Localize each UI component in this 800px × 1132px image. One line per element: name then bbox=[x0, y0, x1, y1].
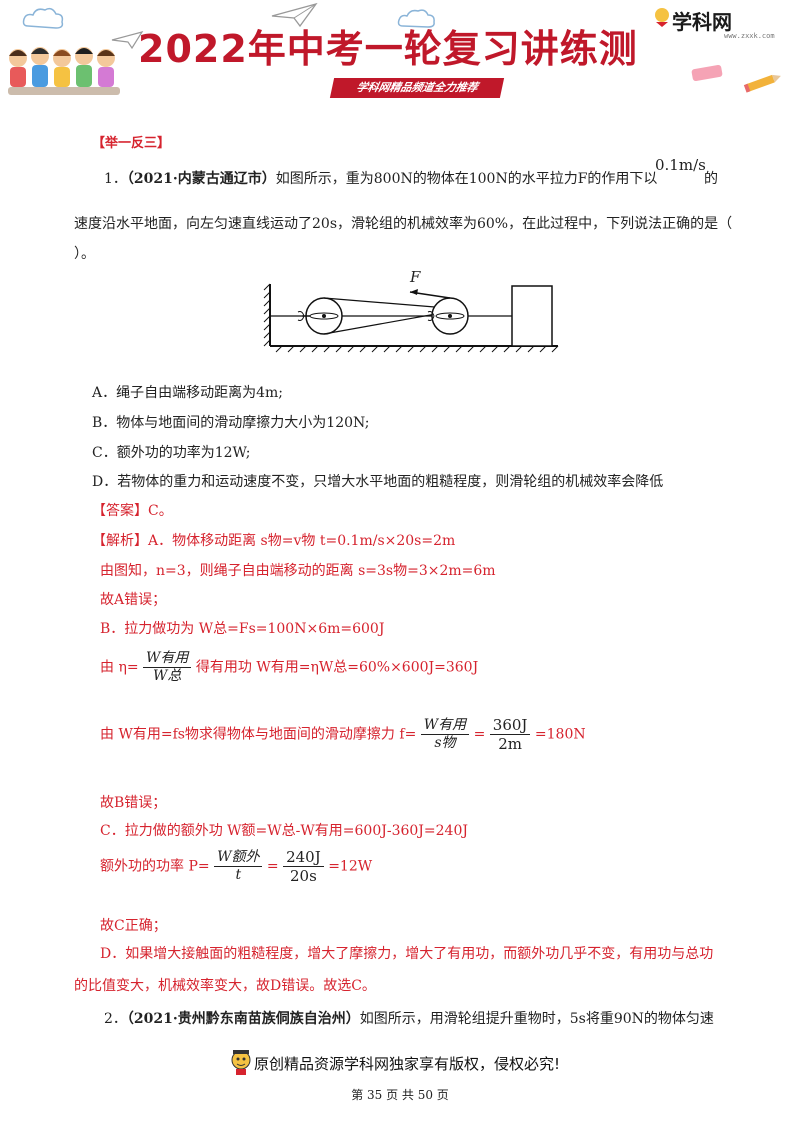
banner-strip: 学科网精品频道全力推荐 bbox=[329, 78, 505, 98]
pulley-diagram bbox=[263, 283, 559, 353]
analysis-b4: 故B错误； bbox=[100, 795, 167, 811]
option-d: D．若物体的重力和运动速度不变，只增大水平地面的粗糙程度，则滑轮组的机械效率会降… bbox=[92, 474, 664, 490]
diagram-force-label: F bbox=[410, 268, 421, 286]
paper-plane-icon bbox=[271, 2, 318, 28]
friction-fraction-numeric: 360J 2m bbox=[489, 716, 531, 753]
page-number: 第 35 页 共 50 页 bbox=[351, 1088, 449, 1102]
q2-source: （2021·贵州黔东南苗族侗族自治州） bbox=[126, 1011, 360, 1027]
b3-pre: 由 W有用=fs物求得物体与地面间的滑动摩擦力 f= bbox=[100, 726, 417, 743]
q1-speed: 0.1m/s bbox=[655, 156, 706, 174]
q2-number: 2． bbox=[104, 1011, 127, 1027]
analysis-d1: D．如果增大接触面的粗糙程度，增大了摩擦力，增大了有用功，而额外功几乎不变，有用… bbox=[100, 946, 714, 962]
mascot-icon bbox=[231, 1050, 251, 1075]
cloud-decoration bbox=[22, 7, 64, 29]
analysis-c3: 故C正确； bbox=[100, 918, 167, 934]
analysis-a2: 由图知，n=3，则绳子自由端移动的距离 s=3s物=3×2m=6m bbox=[100, 563, 496, 579]
power-den-value: 20s bbox=[290, 867, 317, 885]
cloud-decoration bbox=[397, 9, 435, 28]
efficiency-fraction: W有用 W总 bbox=[143, 650, 192, 685]
q2-line1: 2．（2021·贵州黔东南苗族侗族自治州）如图所示，用滑轮组提升重物时，5s将重… bbox=[104, 1011, 714, 1028]
kids-illustration bbox=[8, 47, 120, 95]
q1-text: 如图所示，重为800N的物体在100N的水平拉力F的作用下以 bbox=[275, 171, 658, 187]
b2-pre: 由 η= bbox=[100, 659, 139, 676]
option-a: A．绳子自由端移动距离为4m; bbox=[92, 385, 284, 401]
friction-num-value: 360J bbox=[489, 716, 531, 735]
answer-line: 【答案】C。 bbox=[92, 503, 173, 519]
q2-text: 如图所示，用滑轮组提升重物时，5s将重90N的物体匀速 bbox=[359, 1011, 714, 1027]
paper-plane-icon bbox=[111, 31, 144, 50]
analysis-b3: 由 W有用=fs物求得物体与地面间的滑动摩擦力 f= W有用 s物 = 360J… bbox=[100, 716, 586, 753]
c2-post: =12W bbox=[328, 858, 373, 875]
q1-source: （2021·内蒙古通辽市） bbox=[126, 171, 276, 187]
friction-numerator: W有用 bbox=[420, 717, 470, 735]
b3-eq: = bbox=[473, 726, 486, 743]
site-logo[interactable]: 学科网 bbox=[672, 10, 732, 34]
efficiency-denominator: W总 bbox=[153, 667, 182, 684]
q1-line1-end: 的 bbox=[704, 171, 718, 187]
analysis-b2: 由 η= W有用 W总 得有用功 W有用=ηW总=60%×600J=360J bbox=[100, 650, 478, 685]
b3-post: =180N bbox=[534, 726, 586, 743]
q1-line2: 速度沿水平地面，向左匀速直线运动了20s，滑轮组的机械效率为60%，在此过程中，… bbox=[74, 216, 733, 232]
power-fraction-symbolic: W额外 t bbox=[214, 849, 263, 884]
copyright-note: 原创精品资源学科网独家享有版权，侵权必究! bbox=[254, 1055, 561, 1073]
eraser-icon bbox=[691, 64, 723, 82]
friction-fraction-symbolic: W有用 s物 bbox=[420, 717, 470, 752]
friction-den-value: 2m bbox=[498, 735, 523, 753]
analysis-c1: C．拉力做的额外功 W额=W总-W有用=600J-360J=240J bbox=[100, 823, 468, 839]
section-label: 【举一反三】 bbox=[92, 136, 171, 151]
power-denominator: t bbox=[235, 867, 242, 883]
c2-pre: 额外功的功率 P= bbox=[100, 858, 210, 875]
diagram-block bbox=[511, 285, 553, 347]
option-b: B．物体与地面间的滑动摩擦力大小为120N; bbox=[92, 415, 370, 431]
site-logo-url: www.zxxk.com bbox=[724, 32, 775, 40]
q1-number: 1． bbox=[104, 171, 127, 187]
q1-line1: 1．（2021·内蒙古通辽市）如图所示，重为800N的物体在100N的水平拉力F… bbox=[104, 171, 657, 188]
option-c: C．额外功的功率为12W; bbox=[92, 445, 251, 461]
q1-line3: ）。 bbox=[74, 246, 95, 262]
analysis-a3: 故A错误； bbox=[100, 592, 167, 608]
banner-title: 2022年中考一轮复习讲练测 bbox=[138, 27, 638, 71]
pencil-icon bbox=[743, 74, 781, 93]
power-num-value: 240J bbox=[283, 848, 324, 867]
friction-denominator: s物 bbox=[434, 735, 456, 751]
header-banner: 2022年中考一轮复习讲练测 学科网精品频道全力推荐 学科网 www.zxxk.… bbox=[0, 0, 800, 110]
analysis-a1: 【解析】A．物体移动距离 s物=v物 t=0.1m/s×20s=2m bbox=[92, 533, 456, 549]
c2-eq: = bbox=[266, 858, 279, 875]
efficiency-numerator: W有用 bbox=[143, 650, 192, 668]
analysis-c2: 额外功的功率 P= W额外 t = 240J 20s =12W bbox=[100, 848, 372, 885]
b2-post: 得有用功 W有用=ηW总=60%×600J=360J bbox=[195, 659, 479, 676]
analysis-b1: B．拉力做功为 W总=Fs=100N×6m=600J bbox=[100, 621, 385, 637]
power-numerator: W额外 bbox=[214, 849, 263, 867]
power-fraction-numeric: 240J 20s bbox=[283, 848, 324, 885]
logo-icon bbox=[655, 8, 669, 27]
analysis-d2: 的比值变大，机械效率变大，故D错误。故选C。 bbox=[74, 978, 376, 994]
